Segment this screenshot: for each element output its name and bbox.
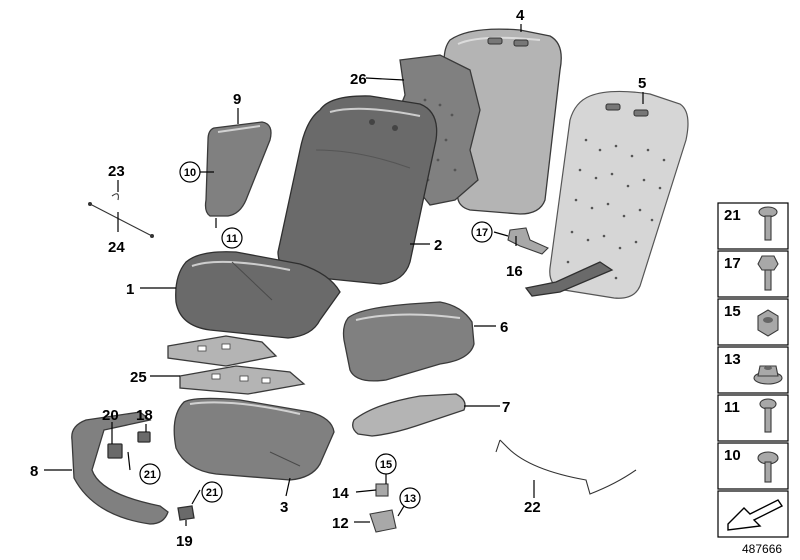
wire-harness-22[interactable] bbox=[495, 439, 637, 495]
svg-text:10: 10 bbox=[724, 447, 741, 464]
front-trim-part[interactable] bbox=[71, 411, 169, 525]
seat-cover-part[interactable] bbox=[175, 251, 341, 339]
callout-2: 2 bbox=[434, 237, 442, 254]
backrest-cover-part[interactable] bbox=[277, 95, 438, 285]
hardware-row-11[interactable]: 11 bbox=[717, 394, 789, 442]
bracket-part-17[interactable] bbox=[507, 227, 549, 255]
svg-text:13: 13 bbox=[724, 351, 741, 368]
hardware-row-13[interactable]: 13 bbox=[717, 346, 789, 394]
circled-callout-17: 17 bbox=[471, 221, 493, 243]
hardware-row-17[interactable]: 17 bbox=[717, 250, 789, 298]
circled-callout-21-b: 21 bbox=[201, 481, 223, 503]
svg-text:11: 11 bbox=[724, 399, 740, 416]
bracket-part-12[interactable] bbox=[369, 509, 397, 533]
svg-text:21: 21 bbox=[144, 469, 156, 481]
svg-text:15: 15 bbox=[724, 303, 741, 320]
circled-callout-10: 10 bbox=[179, 161, 201, 183]
circled-callouts: 10 11 17 21 21 15 13 bbox=[139, 161, 493, 509]
heating-mat-part[interactable] bbox=[167, 335, 306, 395]
callout-16: 16 bbox=[506, 263, 523, 280]
circled-callout-15: 15 bbox=[375, 453, 397, 475]
flange-nut-icon bbox=[753, 365, 783, 385]
lateral-pad-part[interactable] bbox=[342, 301, 475, 382]
callout-3: 3 bbox=[280, 499, 288, 516]
callout-23: 23 bbox=[108, 163, 125, 180]
wire-24[interactable] bbox=[88, 202, 154, 238]
callout-24: 24 bbox=[108, 239, 125, 256]
callout-14: 14 bbox=[332, 485, 349, 502]
document-number: 487666 bbox=[742, 542, 782, 556]
bolt-icon bbox=[759, 398, 777, 433]
leader-lines bbox=[44, 24, 644, 526]
callout-18: 18 bbox=[136, 407, 153, 424]
hardware-row-10[interactable]: 10 bbox=[717, 442, 789, 490]
circled-callout-21-a: 21 bbox=[139, 463, 161, 485]
clip-part-23[interactable] bbox=[111, 193, 119, 201]
hardware-panel: 21 17 15 13 bbox=[717, 202, 789, 538]
backrest-rear-panel-part[interactable] bbox=[524, 90, 689, 299]
screw-icon bbox=[758, 206, 778, 241]
callout-19: 19 bbox=[176, 533, 193, 550]
callout-labels: 4 26 9 5 23 24 2 16 1 6 25 7 20 18 8 3 1… bbox=[30, 7, 646, 550]
trim-panel-part[interactable] bbox=[352, 393, 466, 437]
svg-text:21: 21 bbox=[724, 207, 741, 224]
circled-callout-11: 11 bbox=[221, 227, 243, 249]
hardware-row-21[interactable]: 21 bbox=[717, 202, 789, 250]
callout-7: 7 bbox=[502, 399, 510, 416]
svg-text:10: 10 bbox=[184, 167, 196, 179]
svg-text:17: 17 bbox=[724, 255, 741, 272]
clip-part-18[interactable] bbox=[137, 431, 151, 443]
seat-foam-part[interactable] bbox=[173, 397, 335, 481]
bracket-part-14[interactable] bbox=[375, 483, 389, 497]
arrow-icon bbox=[727, 499, 784, 531]
callout-12: 12 bbox=[332, 515, 349, 532]
hardware-row-15[interactable]: 15 bbox=[717, 298, 789, 346]
callout-1: 1 bbox=[126, 281, 134, 298]
svg-text:11: 11 bbox=[226, 233, 238, 245]
callout-20: 20 bbox=[102, 407, 119, 424]
callout-4: 4 bbox=[516, 7, 525, 24]
svg-text:15: 15 bbox=[380, 459, 392, 471]
callout-6: 6 bbox=[500, 319, 508, 336]
callout-9: 9 bbox=[233, 91, 241, 108]
direction-arrow-box[interactable] bbox=[717, 490, 789, 538]
callout-22: 22 bbox=[524, 499, 541, 516]
svg-text:13: 13 bbox=[404, 493, 416, 505]
hex-nut-icon bbox=[757, 309, 779, 337]
clip-part-19[interactable] bbox=[177, 505, 195, 521]
side-bolster-part[interactable] bbox=[204, 121, 272, 217]
washer-bolt-icon bbox=[757, 451, 779, 483]
callout-5: 5 bbox=[638, 75, 646, 92]
callout-25: 25 bbox=[130, 369, 147, 386]
hex-screw-icon bbox=[757, 255, 779, 291]
callout-8: 8 bbox=[30, 463, 38, 480]
callout-26: 26 bbox=[350, 71, 367, 88]
circled-callout-13: 13 bbox=[399, 487, 421, 509]
clip-part-20[interactable] bbox=[107, 443, 123, 459]
svg-text:21: 21 bbox=[206, 487, 218, 499]
svg-text:17: 17 bbox=[476, 227, 488, 239]
